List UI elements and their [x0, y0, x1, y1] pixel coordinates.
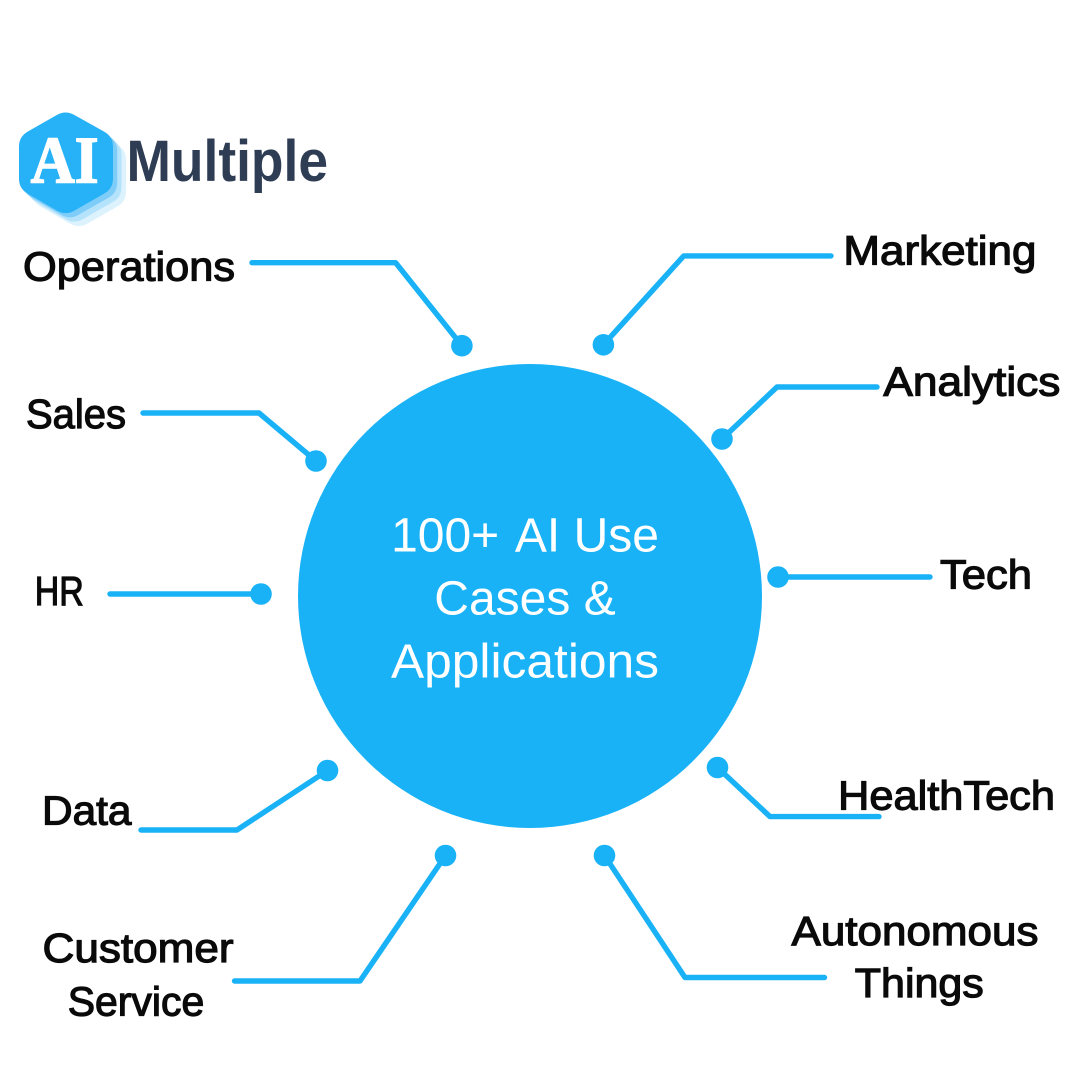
- svg-text:Tech: Tech: [940, 551, 1032, 597]
- svg-text:Autonomous: Autonomous: [792, 908, 1039, 954]
- svg-text:Service: Service: [68, 979, 205, 1025]
- svg-text:Sales: Sales: [26, 391, 126, 437]
- svg-text:Things: Things: [855, 960, 984, 1006]
- svg-text:Applications: Applications: [391, 636, 659, 689]
- svg-text:AI: AI: [31, 124, 99, 198]
- svg-text:HR: HR: [35, 568, 84, 614]
- svg-text:Multiple: Multiple: [127, 129, 329, 194]
- svg-text:Data: Data: [42, 787, 132, 833]
- svg-text:Marketing: Marketing: [843, 228, 1036, 274]
- svg-text:Customer: Customer: [43, 925, 234, 971]
- svg-text:HealthTech: HealthTech: [838, 772, 1055, 818]
- svg-text:Analytics: Analytics: [883, 359, 1060, 405]
- svg-text:100+ AI Use: 100+ AI Use: [391, 510, 659, 563]
- svg-text:Cases &: Cases &: [434, 573, 615, 626]
- svg-text:Operations: Operations: [23, 243, 235, 289]
